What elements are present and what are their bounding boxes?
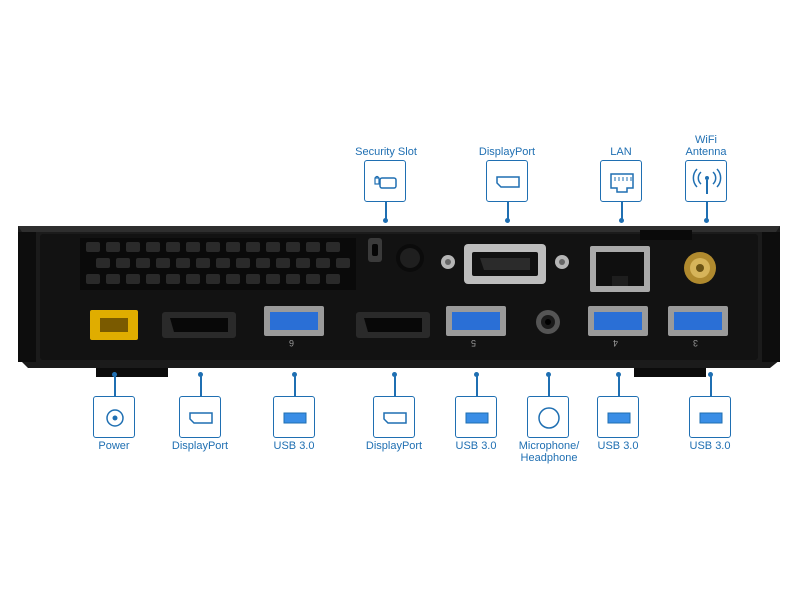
security-slot-dot	[383, 218, 388, 223]
audio-label-line2: Headphone	[520, 452, 578, 464]
usb-3-dot	[616, 372, 621, 377]
audio-jack-port	[536, 310, 560, 334]
displayport-top-dot	[505, 218, 510, 223]
displayport-top-connector	[507, 202, 509, 220]
left-end-cap	[18, 232, 36, 362]
port-number-label: 3	[693, 338, 698, 348]
usb-3-label: USB 3.0	[597, 440, 639, 452]
audio-label-line1: Microphone/	[518, 440, 580, 452]
audio-connector	[548, 376, 550, 396]
usb-icon	[689, 396, 731, 438]
power-icon	[93, 396, 135, 438]
displayport-2-connector	[394, 376, 396, 396]
wifi-antenna-icon	[685, 160, 727, 202]
usb-4-dot	[708, 372, 713, 377]
displayport-top-label: DisplayPort	[478, 146, 536, 158]
lock-icon	[364, 160, 406, 202]
usb-1-dot	[292, 372, 297, 377]
displayport-1-port	[162, 312, 236, 338]
usb-icon	[273, 396, 315, 438]
audio-jack-icon	[527, 396, 569, 438]
usb-2-dot	[474, 372, 479, 377]
displayport-2-label: DisplayPort	[365, 440, 423, 452]
displayport-1-connector	[200, 376, 202, 396]
lan-connector	[621, 202, 623, 220]
usb-3-connector	[618, 376, 620, 396]
right-end-cap	[762, 232, 780, 362]
usb-2-connector	[476, 376, 478, 396]
power-label: Power	[98, 440, 130, 452]
security-slot-connector	[385, 202, 387, 220]
displayport-2-dot	[392, 372, 397, 377]
displayport-icon	[179, 396, 221, 438]
usb-4-connector	[710, 376, 712, 396]
wifi-antenna-connector	[684, 252, 716, 284]
lan-dot	[619, 218, 624, 223]
lan-port	[590, 246, 650, 292]
usb-4-label: USB 3.0	[689, 440, 731, 452]
port-number-label: 4	[613, 338, 618, 348]
usb-2-port	[446, 306, 506, 336]
power-port	[90, 310, 138, 340]
port-number-label: 6	[289, 338, 294, 348]
wifi-antenna-connector-line	[706, 202, 708, 220]
usb-icon	[597, 396, 639, 438]
foot-left	[96, 368, 168, 377]
usb-3-port	[588, 306, 648, 336]
displayport-2-port	[356, 312, 430, 338]
power-dot	[112, 372, 117, 377]
lan-label: LAN	[610, 146, 632, 158]
usb-4-port	[668, 306, 728, 336]
ethernet-icon	[600, 160, 642, 202]
foot-right	[634, 368, 706, 377]
audio-dot	[546, 372, 551, 377]
audio-label: Microphone/Headphone	[510, 440, 588, 464]
usb-icon	[455, 396, 497, 438]
usb-2-label: USB 3.0	[455, 440, 497, 452]
displayport-icon	[373, 396, 415, 438]
displayport-icon	[486, 160, 528, 202]
displayport-1-label: DisplayPort	[171, 440, 229, 452]
usb-1-connector	[294, 376, 296, 396]
usb-1-label: USB 3.0	[273, 440, 315, 452]
wifi-antenna-label-line2: Antenna	[685, 146, 727, 158]
port-number-label: 5	[471, 338, 476, 348]
wifi-antenna-dot	[704, 218, 709, 223]
wifi-antenna-label-line1: WiFi	[695, 134, 717, 146]
displayport-1-dot	[198, 372, 203, 377]
displayport-top-port	[441, 244, 569, 284]
security-slot-label: Security Slot	[355, 146, 417, 158]
usb-1-port	[264, 306, 324, 336]
vent-grille	[80, 238, 356, 290]
power-connector	[114, 376, 116, 396]
